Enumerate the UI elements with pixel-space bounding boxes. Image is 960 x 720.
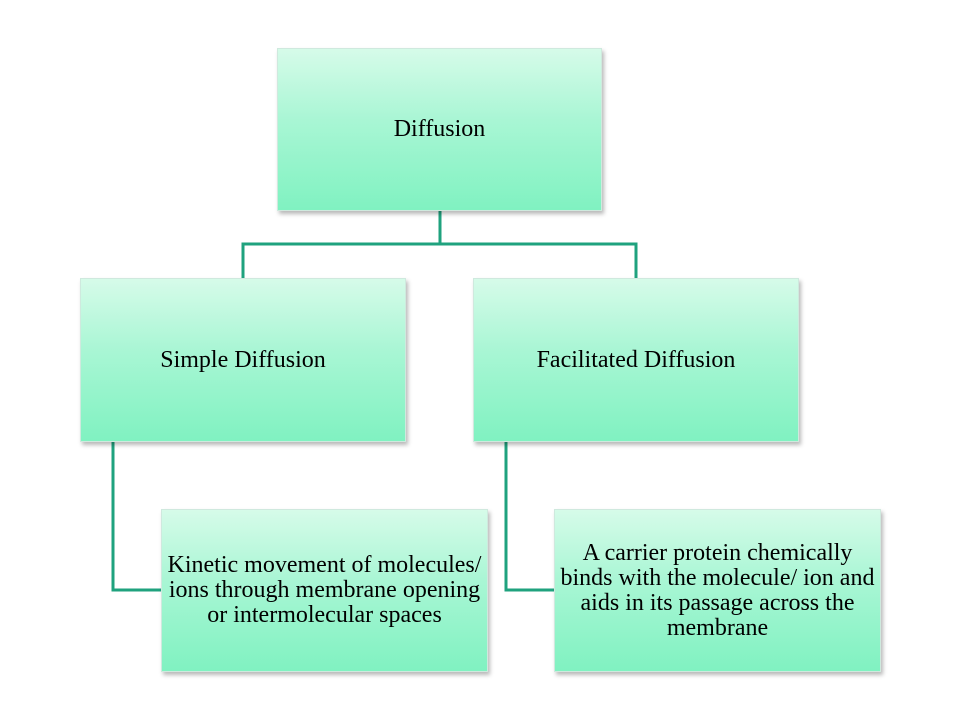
facilitated-to-description-connector xyxy=(504,442,554,592)
simple-diffusion-description-node: Kinetic movement of molecules/ ions thro… xyxy=(161,509,488,672)
facilitated-diffusion-description-node: A carrier protein chemically binds with … xyxy=(554,509,881,672)
facilitated-diffusion-description: A carrier protein chemically binds with … xyxy=(560,539,875,641)
diffusion-root-label: Diffusion xyxy=(393,116,486,142)
facilitated-diffusion-label: Facilitated Diffusion xyxy=(536,346,736,373)
root-to-facilitated-connector xyxy=(440,242,638,278)
simple-diffusion-description: Kinetic movement of molecules/ ions thro… xyxy=(167,552,482,628)
simple-diffusion-node: Simple Diffusion xyxy=(80,278,406,442)
simple-diffusion-label: Simple Diffusion xyxy=(160,346,326,373)
facilitated-diffusion-node: Facilitated Diffusion xyxy=(473,278,799,442)
diffusion-root-node: Diffusion xyxy=(277,48,602,211)
simple-to-description-connector xyxy=(111,442,161,592)
root-to-simple-connector xyxy=(241,211,442,278)
